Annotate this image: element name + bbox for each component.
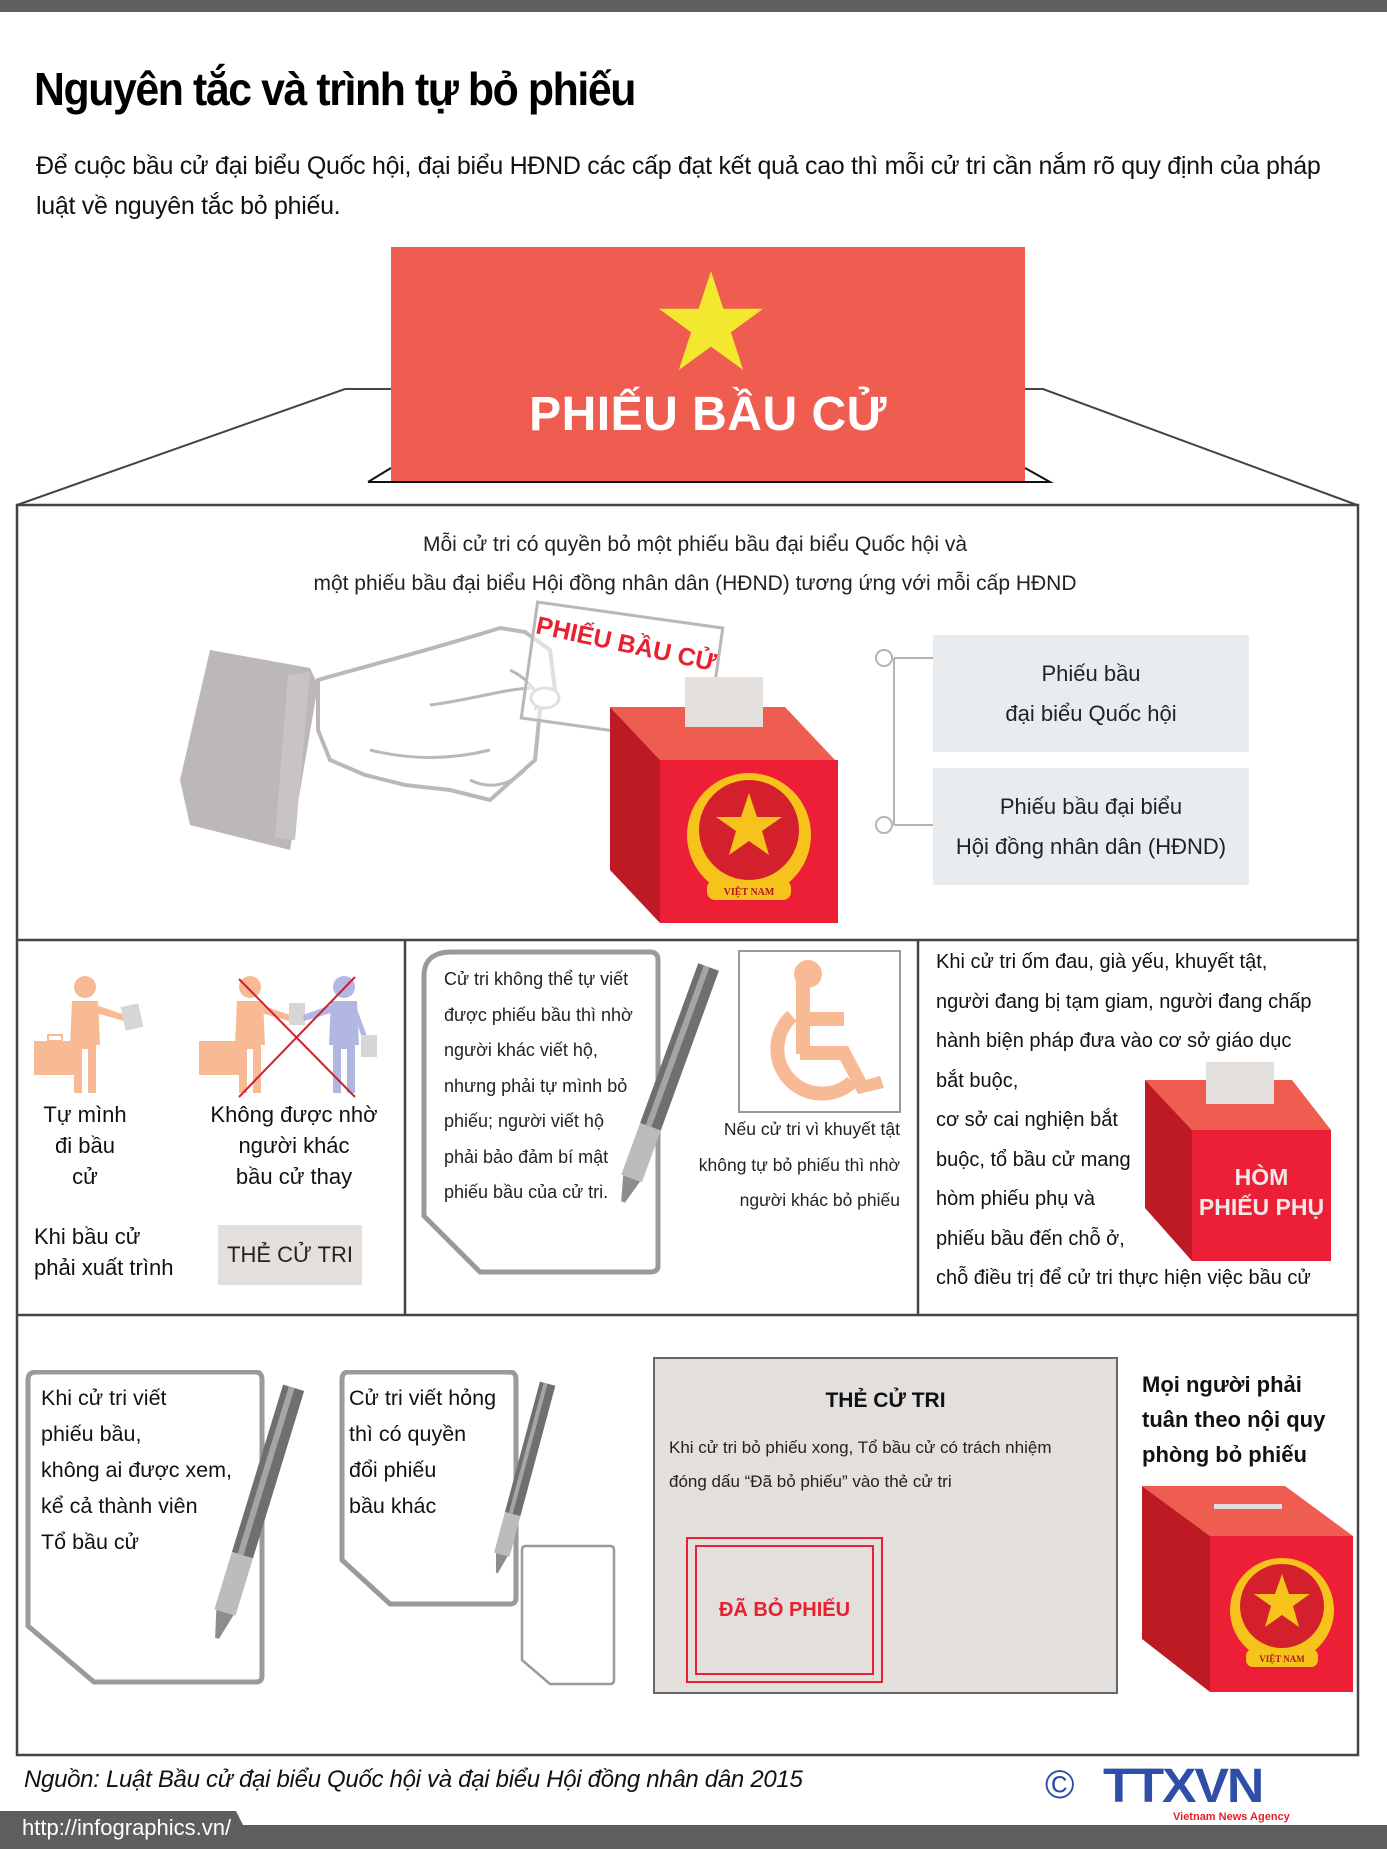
paper-with-pen-icon bbox=[421, 949, 719, 1275]
spoiled-ballot-papers-icon bbox=[339, 1370, 616, 1686]
option-peoples-council-ballot: Phiếu bầu đại biểu Hội đồng nhân dân (HĐ… bbox=[933, 768, 1249, 885]
note-line: Khi cử tri ốm đau, già yếu, khuyết tật, bbox=[936, 951, 1268, 973]
option-line: Hội đồng nhân dân (HĐND) bbox=[955, 833, 1227, 859]
box-label-line: HÒM bbox=[1234, 1164, 1289, 1190]
present-card-caption: Khi bầu cử phải xuất trình bbox=[34, 1221, 173, 1283]
ballot-box-emblem-icon: VIỆT NAM bbox=[1142, 1486, 1353, 1692]
caption-line: đi bầu cử bbox=[55, 1133, 115, 1189]
no-proxy-caption: Không được nhờ người khác bầu cử thay bbox=[196, 1099, 392, 1192]
top-bar bbox=[0, 0, 1387, 12]
star-icon bbox=[658, 271, 764, 371]
note-line: Tổ bầu cử bbox=[41, 1530, 140, 1554]
wheelchair-icon bbox=[770, 960, 884, 1101]
url-tab bbox=[0, 1811, 255, 1849]
note-line: thì có quyền bbox=[349, 1422, 467, 1446]
note-line: phiếu bầu, bbox=[41, 1422, 142, 1446]
secret-ballot-paper-icon bbox=[25, 1370, 305, 1685]
logo-wordmark: TTXVN bbox=[1103, 1760, 1264, 1813]
caption-line: Tự mình bbox=[43, 1102, 127, 1127]
ballot-banner-label: PHIẾU BẦU CỬ bbox=[529, 388, 887, 441]
mobile-ballot-box-icon bbox=[1145, 1062, 1331, 1261]
infographics-link[interactable]: http://infographics.vn/ bbox=[22, 1815, 232, 1840]
note-line: không ai được xem, bbox=[41, 1458, 233, 1482]
note-line: phải bảo đảm bí mật bbox=[444, 1146, 609, 1167]
svg-text:VIỆT NAM: VIỆT NAM bbox=[724, 885, 775, 898]
note-line: người đang bị tạm giam, người đang chấp bbox=[936, 990, 1312, 1013]
voter-card-title: THẺ CỬ TRI bbox=[825, 1389, 946, 1412]
note-line: Mọi người phải bbox=[1142, 1372, 1302, 1397]
caption-line: bầu cử thay bbox=[235, 1164, 353, 1189]
note-line: tuân theo nội quy bbox=[1142, 1407, 1326, 1432]
top-statement-line2: một phiếu bầu đại biểu Hội đồng nhân dân… bbox=[313, 572, 1077, 595]
copyright-icon: © bbox=[1045, 1763, 1075, 1807]
note-line: hòm phiếu phụ và bbox=[936, 1188, 1096, 1210]
intro-paragraph: Để cuộc bầu cử đại biểu Quốc hội, đại bi… bbox=[36, 152, 1321, 220]
caption-line: người khác bbox=[238, 1133, 350, 1158]
ballot-box-emblem-icon: VIỆT NAM bbox=[610, 677, 838, 923]
caption-line: phải xuất trình bbox=[34, 1255, 174, 1280]
secret-ballot-note: Khi cử tri viết phiếu bầu, không ai được… bbox=[41, 1380, 251, 1560]
proxy-voting-forbidden-icon bbox=[199, 976, 377, 1098]
option-line: Phiếu bầu đại biểu bbox=[999, 793, 1183, 819]
voted-stamp: ĐÃ BỎ PHIẾU bbox=[686, 1537, 883, 1683]
note-line: phòng bỏ phiếu bbox=[1142, 1442, 1307, 1467]
option-line: Phiếu bầu bbox=[1041, 660, 1141, 686]
page-title: Nguyên tắc và trình tự bỏ phiếu bbox=[34, 63, 636, 115]
note-line: Khi cử tri viết bbox=[41, 1386, 167, 1410]
note-line: không tự bỏ phiếu thì nhờ bbox=[698, 1154, 900, 1175]
ballot-paper-banner: PHIẾU BẦU CỬ bbox=[391, 247, 1025, 481]
disabled-note: Nếu cử tri vì khuyết tật không tự bỏ phi… bbox=[660, 1112, 900, 1219]
note-line: phiếu; người viết hộ bbox=[444, 1111, 604, 1131]
note-line: nhưng phải tự mình bỏ bbox=[444, 1075, 628, 1096]
voter-card-chip: THẺ CỬ TRI bbox=[218, 1225, 362, 1285]
svg-text:VIỆT NAM: VIỆT NAM bbox=[1259, 1654, 1305, 1664]
voted-stamp-label: ĐÃ BỎ PHIẾU bbox=[695, 1545, 874, 1675]
note-line: Nếu cử tri vì khuyết tật bbox=[723, 1119, 900, 1139]
body-line: đóng dấu “Đã bỏ phiếu” vào thẻ cử tri bbox=[669, 1472, 952, 1491]
note-line: phiếu bầu đến chỗ ở, bbox=[936, 1227, 1125, 1250]
box-label-line: PHIẾU PHỤ bbox=[1198, 1194, 1325, 1220]
note-line: người khác viết hộ, bbox=[444, 1040, 598, 1060]
hand-icon bbox=[180, 625, 561, 850]
cannot-write-note: Cử tri không thể tự viết được phiếu bầu … bbox=[444, 962, 654, 1211]
option-national-assembly-ballot: Phiếu bầu đại biểu Quốc hội bbox=[933, 635, 1249, 752]
note-line: hành biện pháp đưa vào cơ sở giáo dục bbox=[936, 1030, 1292, 1052]
logo-tagline: Vietnam News Agency bbox=[1173, 1811, 1290, 1823]
top-statement-line1: Mỗi cử tri có quyền bỏ một phiếu bầu đại… bbox=[422, 533, 968, 556]
person-voting-icon bbox=[34, 976, 144, 1093]
note-line: chỗ điều trị để cử tri thực hiện việc bầ… bbox=[936, 1267, 1311, 1289]
polling-rules-note: Mọi người phải tuân theo nội quy phòng b… bbox=[1142, 1367, 1372, 1472]
note-line: Cử tri viết hỏng bbox=[349, 1386, 497, 1410]
option-line: đại biểu Quốc hội bbox=[1005, 700, 1177, 726]
mobile-box-note: Khi cử tri ốm đau, già yếu, khuyết tật, … bbox=[936, 943, 1356, 1299]
note-line: Cử tri không thể tự viết bbox=[444, 969, 629, 989]
note-line: bắt buộc, bbox=[936, 1069, 1019, 1092]
note-line: buộc, tổ bầu cử mang bbox=[936, 1148, 1131, 1171]
spoiled-ballot-note: Cử tri viết hỏng thì có quyền đổi phiếu … bbox=[349, 1380, 519, 1524]
note-line: được phiếu bầu thì nhờ bbox=[444, 1004, 633, 1025]
note-line: đổi phiếu bbox=[349, 1458, 437, 1482]
self-vote-caption: Tự mình đi bầu cử bbox=[40, 1099, 130, 1192]
note-line: phiếu bầu của cử tri. bbox=[444, 1182, 609, 1202]
caption-line: Không được nhờ bbox=[210, 1102, 378, 1127]
voter-card-body: Khi cử tri bỏ phiếu xong, Tổ bầu cử có t… bbox=[669, 1431, 1106, 1499]
wheelchair-icon-frame bbox=[738, 950, 901, 1113]
note-line: cơ sở cai nghiện bắt bbox=[936, 1109, 1118, 1131]
note-line: bầu khác bbox=[349, 1494, 437, 1518]
caption-line: Khi bầu cử bbox=[34, 1224, 141, 1249]
source-citation: Nguồn: Luật Bầu cử đại biểu Quốc hội và … bbox=[24, 1766, 803, 1793]
note-line: người khác bỏ phiếu bbox=[739, 1190, 900, 1210]
hand-ballot-label: PHIẾU BẦU CỬ bbox=[533, 611, 719, 678]
note-line: kể cả thành viên bbox=[41, 1494, 198, 1518]
mobile-ballot-box-label: HÒM PHIẾU PHỤ bbox=[1192, 1162, 1331, 1222]
voter-card-panel: THẺ CỬ TRI Khi cử tri bỏ phiếu xong, Tổ … bbox=[653, 1357, 1118, 1694]
options-connector bbox=[875, 649, 933, 834]
body-line: Khi cử tri bỏ phiếu xong, Tổ bầu cử có t… bbox=[669, 1438, 1052, 1457]
ttxvn-logo: © TTXVN Vietnam News Agency bbox=[1045, 1760, 1295, 1823]
